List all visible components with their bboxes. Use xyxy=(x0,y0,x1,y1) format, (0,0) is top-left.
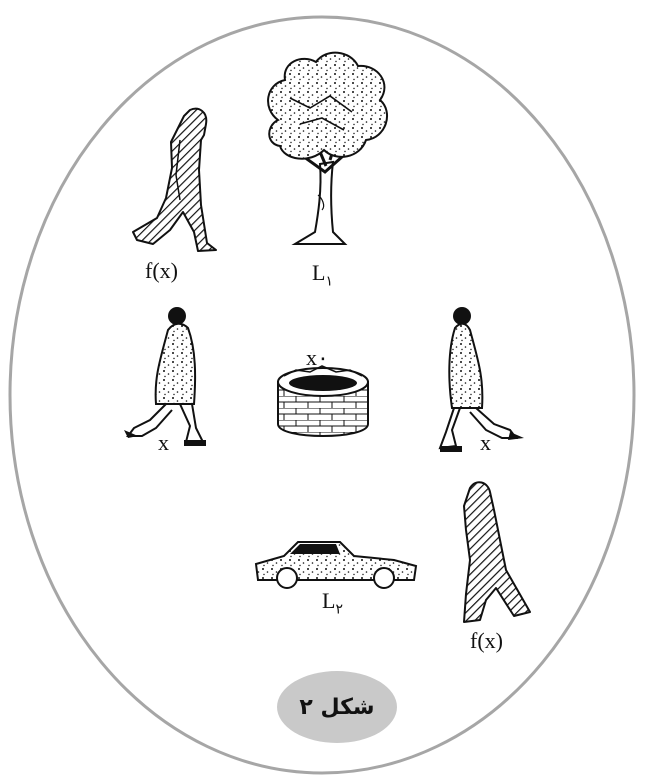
tree xyxy=(268,53,387,244)
figure-caption-badge: شکل ۲ xyxy=(277,671,397,743)
label-fx-top-left: f(x) xyxy=(145,258,178,284)
label-fx-bottom-right: f(x) xyxy=(470,628,503,654)
label-x-left: x xyxy=(158,430,169,456)
walking-man-dotted-left xyxy=(124,307,206,446)
walking-man-hatched-top-left xyxy=(133,109,216,251)
label-x0-well: x۰ xyxy=(306,345,329,371)
well xyxy=(278,366,368,436)
label-L1-tree: L۱ xyxy=(312,260,333,290)
car xyxy=(256,542,416,588)
walking-man-hatched-bottom-right xyxy=(464,482,530,622)
figure-caption: شکل ۲ xyxy=(299,695,374,720)
label-L2-car: L۲ xyxy=(322,588,343,618)
label-x-right: x xyxy=(480,430,491,456)
